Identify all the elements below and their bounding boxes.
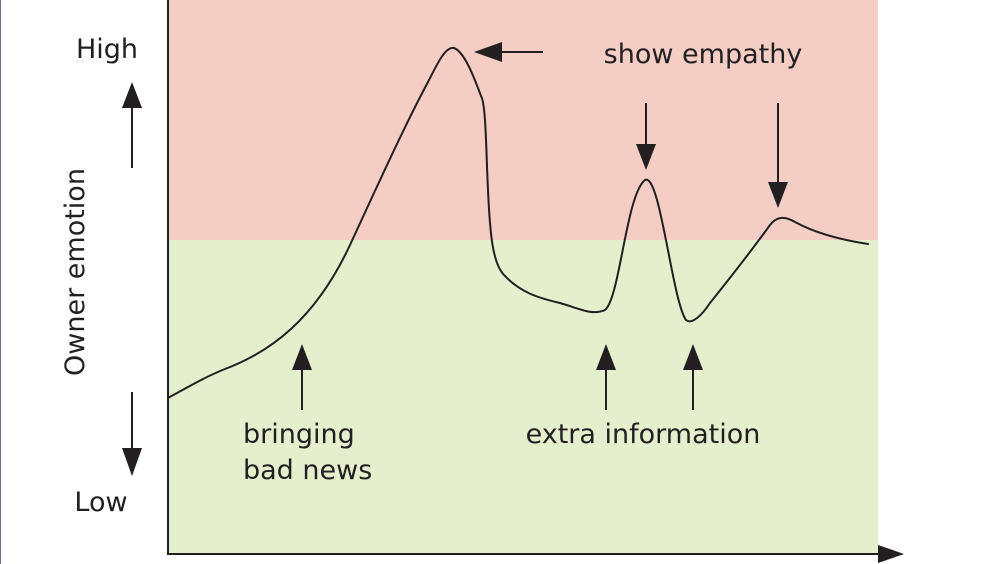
y-axis-title: Owner emotion (60, 168, 91, 376)
left-frame-edge (0, 0, 1, 564)
bad-news-arrow-icon (292, 344, 312, 410)
peak-pointer-arrow-icon (474, 42, 543, 62)
x-axis-arrowhead (878, 545, 904, 563)
emotion-curve (167, 46, 869, 399)
y-axis-down-arrow-icon (122, 392, 142, 476)
extra-info-arrow-1-icon (596, 344, 616, 410)
empathy-arrow-2-icon (768, 103, 788, 208)
y-axis-up-arrow-icon (122, 82, 142, 168)
y-axis-low-label: Low (74, 487, 127, 518)
empathy-arrow-1-icon (636, 103, 656, 170)
show-empathy-label: show empathy (604, 39, 803, 70)
high-emotion-zone (168, 0, 878, 240)
extra-info-arrow-2-icon (683, 344, 703, 410)
bringing-bad-news-label-line2: bad news (243, 455, 372, 486)
y-axis-high-label: High (76, 34, 138, 65)
low-emotion-zone (168, 240, 878, 554)
extra-information-label: extra information (526, 419, 761, 450)
bringing-bad-news-label-line1: bringing (243, 419, 355, 450)
